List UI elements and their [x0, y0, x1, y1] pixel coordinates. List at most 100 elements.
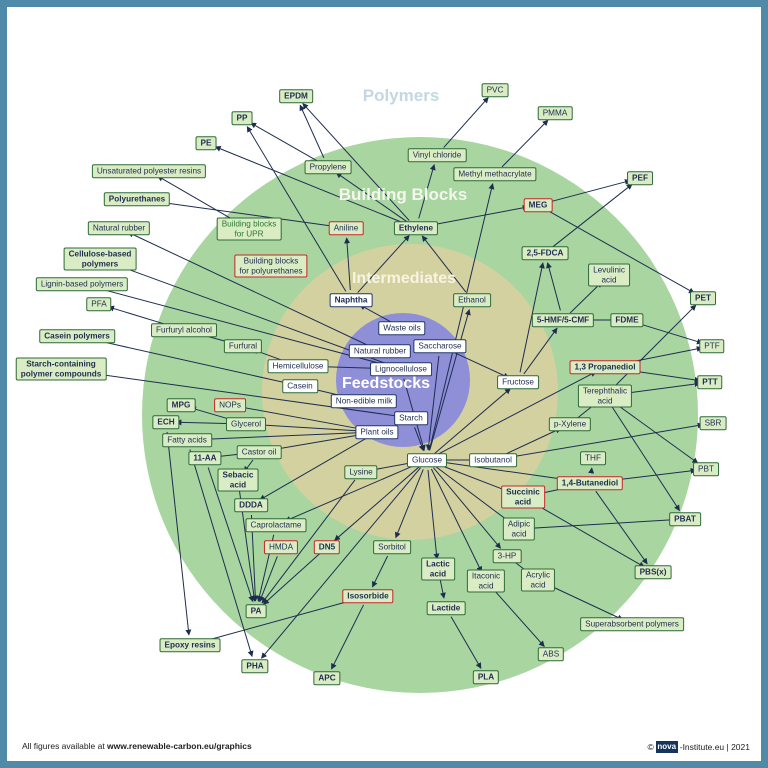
- node-pbat: PBAT: [669, 512, 701, 526]
- arrow-glucose-to-sorbitol: [394, 469, 424, 539]
- arrow-adipic-to-pbat: [528, 516, 676, 529]
- nova-logo-icon: nova: [655, 741, 678, 753]
- node-aa11: 11-AA: [188, 451, 222, 465]
- arrow-plant_oils-to-dddа: [259, 436, 369, 501]
- node-pbsx: PBS(x): [634, 565, 672, 579]
- arrow-ech-to-epoxy: [166, 431, 192, 636]
- arrow-hmf-to-fdca: [546, 262, 561, 311]
- arrow-lignocellulose-to-cellulose_poly: [108, 261, 392, 367]
- node-lysine: Lysine: [344, 465, 378, 479]
- arrow-lactide-to-pla: [450, 616, 482, 669]
- node-pxylene: p-Xylene: [548, 417, 592, 431]
- footer-brand-suffix: -Institute.eu | 2021: [679, 742, 750, 752]
- node-sorbitol: Sorbitol: [373, 540, 411, 554]
- node-ethanol: Ethanol: [453, 293, 491, 307]
- arrow-isobutanol-to-sbr: [502, 422, 704, 459]
- node-sbr: SBR: [699, 416, 727, 430]
- copyright-symbol: ©: [647, 742, 654, 752]
- arrow-lactic-to-lactide: [439, 578, 446, 599]
- arrow-fructose-to-hmf: [523, 327, 558, 375]
- arrow-naphtha-to-aniline: [344, 237, 351, 291]
- node-furfuryl: Furfuryl alcohol: [151, 323, 217, 337]
- node-ligninpoly: Lignin-based polymers: [35, 277, 129, 291]
- node-pmma: PMMA: [537, 106, 573, 120]
- node-pla: PLA: [472, 670, 500, 684]
- node-naturalrubberf: Natural rubber: [348, 344, 412, 358]
- arrow-glucose-to-lactic: [427, 469, 440, 560]
- node-nonedible: Non-edible milk: [330, 394, 398, 408]
- arrow-saccharose-to-glucose: [425, 355, 440, 451]
- arrow-itaconic-to-abs: [492, 588, 545, 647]
- node-uprresins: Unsaturated polyester resins: [91, 164, 207, 178]
- arrow-isobutanol-to-pxylene: [501, 427, 562, 457]
- arrow-terephthalic-to-pbat: [610, 404, 680, 512]
- node-hmf: 5-HMF/5-CMF: [531, 313, 595, 327]
- arrow-ethanol-to-ethylene: [421, 235, 467, 293]
- arrow-plant_oils-to-nops: [239, 404, 368, 431]
- node-glycerol: Glycerol: [225, 417, 267, 431]
- arrow-aniline-to-polyurethanes: [146, 198, 337, 228]
- arrow-meg-to-pef: [547, 179, 631, 203]
- node-apc: APC: [313, 671, 341, 685]
- arrow-waste_oils-to-naphtha: [359, 304, 394, 324]
- arrow-glucose-to-caprolactame: [284, 463, 419, 522]
- node-dn5: DN5: [313, 540, 341, 554]
- footer-source: All figures available at www.renewable-c…: [22, 741, 252, 751]
- node-lactide: Lactide: [426, 601, 466, 615]
- feedstocks-circle-label: Feedstocks: [341, 375, 431, 392]
- arrow-plant_oils-to-castor: [268, 433, 368, 453]
- node-fatty: Fatty acids: [162, 433, 212, 447]
- node-hemicellulose: Hemicellulose: [267, 359, 329, 373]
- node-butanediol: 1,4-Butanediol: [556, 476, 624, 490]
- arrow-dn5-to-pa: [262, 553, 320, 605]
- arrow-hmda-to-pa: [258, 556, 278, 603]
- node-pvc: PVC: [481, 83, 509, 97]
- arrow-fructose-to-fdca: [519, 262, 545, 373]
- arrow-meg-to-pet: [546, 209, 695, 294]
- footer-prefix: All figures available at: [22, 741, 108, 751]
- arrow-ethylene-to-meg: [425, 204, 529, 227]
- node-naturalrubberp: Natural rubber: [87, 221, 151, 235]
- arrow-propylene-to-epdm: [299, 104, 325, 159]
- node-pfa: PFA: [86, 297, 112, 311]
- node-meg: MEG: [523, 198, 553, 212]
- arrow-aa11-to-pa: [207, 467, 254, 603]
- node-propanediol: 1,3 Propanediol: [569, 360, 641, 374]
- arrow-ethylene-to-epdm: [302, 102, 410, 221]
- node-pef: PEF: [627, 171, 653, 185]
- arrow-starch-to-starch_poly: [70, 368, 402, 418]
- arrow-ethylene-to-pe: [214, 145, 407, 225]
- node-pet: PET: [690, 291, 716, 305]
- arrow-acrylic-to-superabsorbent: [546, 583, 624, 621]
- node-furfural: Furfural: [223, 339, 263, 353]
- node-pe: PE: [195, 136, 217, 150]
- node-fdca: 2,5-FDCA: [521, 246, 569, 260]
- node-ech: ECH: [152, 415, 180, 429]
- polymers-ring-label: Polymers: [362, 86, 440, 105]
- arrow-glucose-to-adipic: [434, 465, 512, 524]
- intermediates-ring-label: Intermediates: [351, 270, 457, 287]
- arrow-succinic-to-pbsx: [531, 501, 645, 568]
- node-pp: PP: [231, 111, 253, 125]
- arrow-isosorbide-to-apc: [331, 604, 364, 670]
- node-pha: PHA: [241, 659, 269, 673]
- node-fdme: FDME: [610, 313, 644, 327]
- node-ddd: DDDA: [234, 498, 268, 512]
- node-hp3: 3-HP: [492, 549, 522, 563]
- node-ptf: PTF: [699, 339, 725, 353]
- node-hmda: HMDA: [263, 540, 299, 554]
- footer-link[interactable]: www.renewable-carbon.eu/graphics: [107, 741, 252, 751]
- node-vinyl: Vinyl chloride: [407, 148, 467, 162]
- arrow-ethylene-to-vinyl: [418, 164, 436, 219]
- arrow-sorbitol-to-isosorbide: [371, 555, 389, 588]
- node-wasteoils: Waste oils: [378, 321, 426, 335]
- node-glucose: Glucose: [406, 453, 448, 467]
- node-starch: Starch: [394, 411, 428, 425]
- arrow-lysine-to-pa: [261, 479, 356, 604]
- arrow-glucose-to-methyl_meth: [428, 183, 495, 451]
- node-caseinpoly: Casein polymers: [39, 329, 115, 343]
- node-lignocellulose: Lignocellulose: [370, 362, 432, 376]
